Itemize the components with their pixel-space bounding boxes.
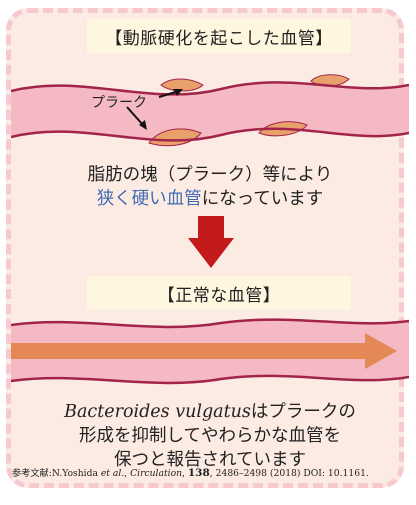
- diseased-vessel-title: 【動脈硬化を起こした血管】: [87, 19, 351, 53]
- info-card: 【動脈硬化を起こした血管】 プラーク 脂肪の塊（プラーク）等により 狭く硬い血管…: [6, 8, 409, 488]
- blood-flow-arrow-icon: [11, 333, 397, 369]
- narrow-hard-vessel-highlight: 狭く硬い血管: [96, 189, 202, 209]
- normal-caption: Bacteroides vulgatusはプラークの 形成を抑制してやわらかな血…: [64, 402, 356, 470]
- pointer-arrow-lower: [126, 106, 144, 126]
- atherosclerotic-vessel-illustration: プラーク: [11, 74, 409, 147]
- plaque-bottom: [148, 128, 202, 147]
- plaque-label: プラーク: [91, 95, 147, 111]
- vessel-wall: [11, 82, 409, 141]
- vessel-upper-edge: [11, 318, 409, 329]
- down-arrow-icon: [188, 216, 234, 268]
- species-name: Bacteroides vulgatus: [64, 402, 251, 422]
- plaque-top: [160, 78, 204, 92]
- vessel-lower-edge: [11, 127, 409, 142]
- normal-vessel-title: 【正常な血管】: [87, 276, 351, 310]
- normal-vessel-illustration: [11, 318, 409, 385]
- diseased-caption: 脂肪の塊（プラーク）等により 狭く硬い血管になっています: [87, 165, 333, 209]
- vessel-lower-edge: [11, 374, 409, 385]
- reference-citation: 参考文献:N.Yoshida et al., Circulation, 138,…: [12, 467, 369, 479]
- vessel-upper-edge: [11, 81, 409, 96]
